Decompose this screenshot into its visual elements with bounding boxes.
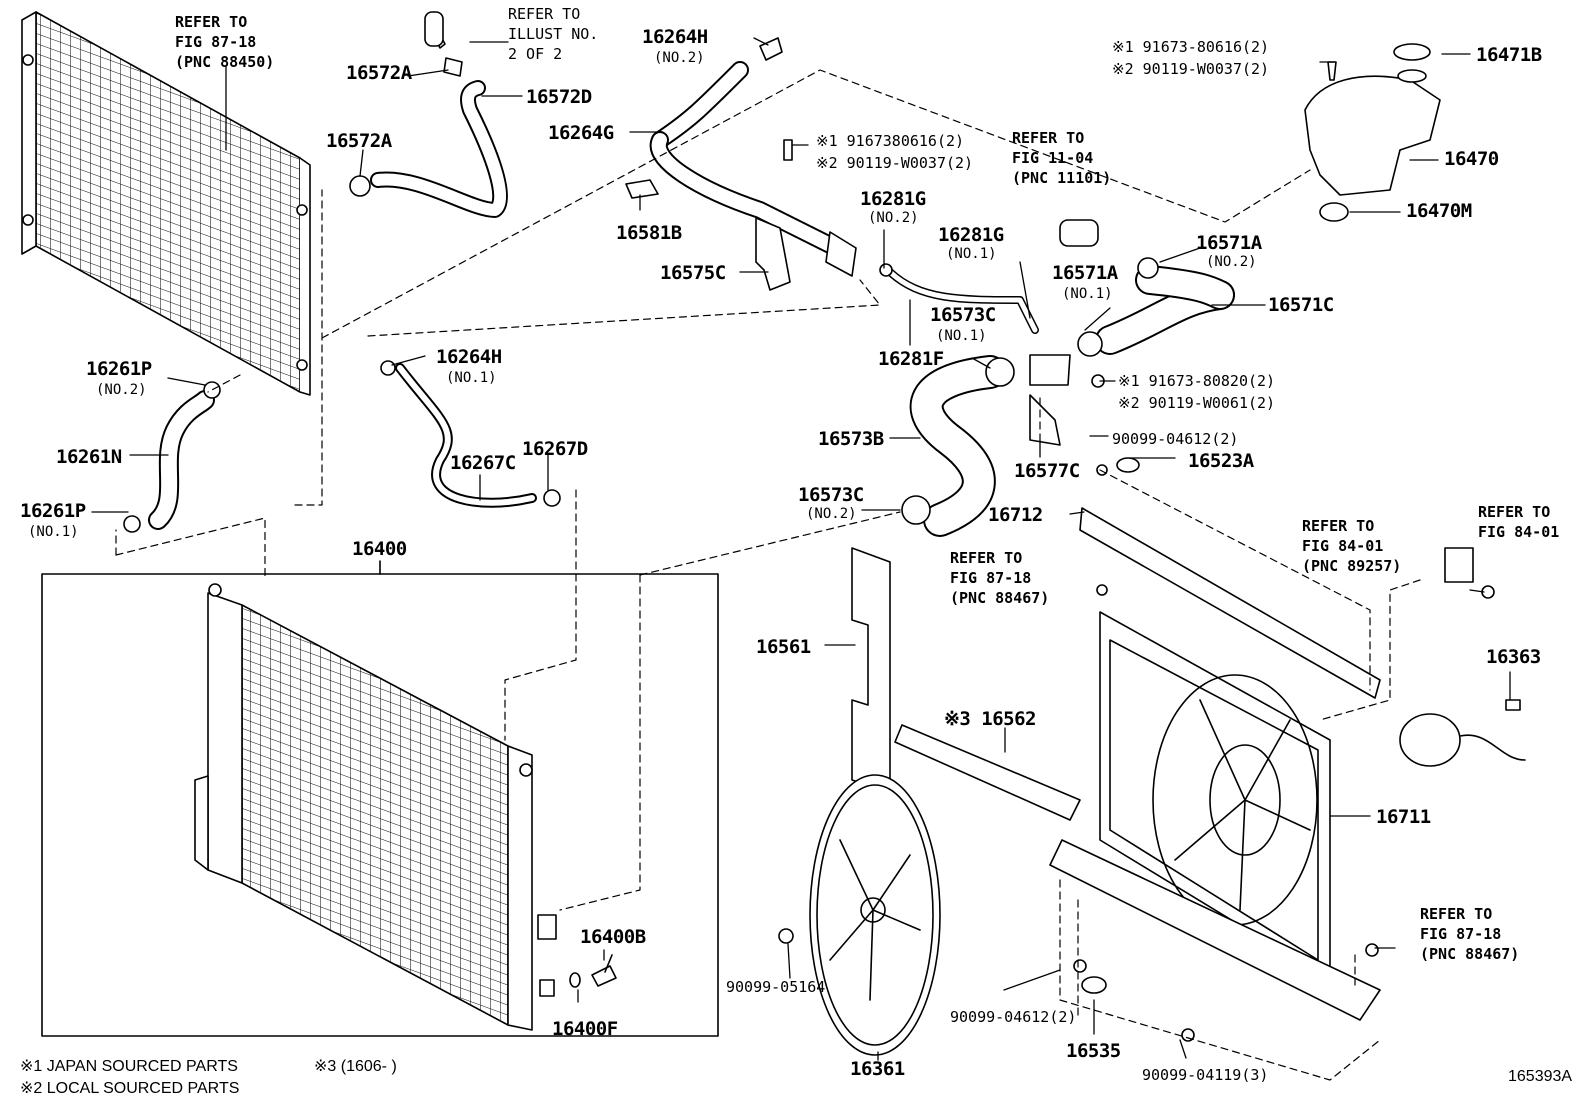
fastener-support-bolt: 90099-04612(2) — [1112, 430, 1239, 448]
part-16261P-no1: 16261P — [20, 500, 86, 522]
part-16261P-no2-sub: (NO.2) — [96, 382, 147, 398]
part-16264G: 16264G — [548, 122, 614, 144]
part-16573B: 16573B — [818, 428, 884, 450]
part-16581B: 16581B — [616, 222, 682, 244]
part-16281F: 16281F — [878, 348, 944, 370]
part-16571C: 16571C — [1268, 294, 1334, 316]
part-90099-04612-lower: 90099-04612(2) — [950, 1008, 1077, 1026]
part-16712: 16712 — [988, 504, 1043, 526]
part-16561: 16561 — [756, 636, 811, 658]
legend-note3: ※3 (1606- ) — [314, 1058, 397, 1075]
part-16264H-no2-sub: (NO.2) — [654, 50, 705, 66]
part-16573C-no2-sub: (NO.2) — [806, 506, 857, 522]
part-16261P-no2: 16261P — [86, 358, 152, 380]
illustration-id: 165393A — [1508, 1068, 1573, 1085]
part-16264H-no1: 16264H — [436, 346, 502, 368]
part-16400B: 16400B — [580, 926, 646, 948]
part-16571A-no1: 16571A — [1052, 262, 1118, 284]
part-16572A: 16572A — [326, 130, 392, 152]
part-16572D: 16572D — [526, 86, 592, 108]
condenser-illustration — [21, 11, 311, 396]
part-16573C-no2: 16573C — [798, 484, 864, 506]
part-16471B: 16471B — [1476, 44, 1542, 66]
part-16523A: 16523A — [1188, 450, 1254, 472]
part-16573C-no1: 16573C — [930, 304, 996, 326]
part-16571A-no2-sub: (NO.2) — [1206, 254, 1257, 270]
radiator-illustration — [194, 583, 557, 1031]
fastener-tank-bolt: ※1 91673-80616(2)※2 90119-W0037(2) — [1112, 38, 1270, 78]
part-16261N: 16261N — [56, 446, 122, 468]
part-16400: 16400 — [352, 538, 407, 560]
part-16470M: 16470M — [1406, 200, 1472, 222]
part-16562: ※3 16562 — [944, 708, 1037, 730]
part-16363: 16363 — [1486, 646, 1541, 668]
part-16575C: 16575C — [660, 262, 726, 284]
legend-japan-sourced: ※1 JAPAN SOURCED PARTS — [20, 1058, 238, 1075]
part-16264H-no1-sub: (NO.1) — [446, 370, 497, 386]
part-16281G-no1-sub: (NO.1) — [946, 246, 997, 262]
part-16281G-no1: 16281G — [938, 224, 1004, 246]
part-16281G-no2: 16281G — [860, 188, 926, 210]
part-16571A-no1-sub: (NO.1) — [1062, 286, 1113, 302]
part-90099-04119: 90099-04119(3) — [1142, 1066, 1269, 1084]
fastener-bracket-bolt: ※1 9167380616(2)※2 90119-W0037(2) — [816, 132, 974, 172]
part-90099-05164: 90099-05164 — [726, 978, 826, 996]
part-16571A-no2: 16571A — [1196, 232, 1262, 254]
fastener-outlet-bolt: ※1 91673-80820(2)※2 90119-W0061(2) — [1118, 372, 1276, 412]
part-16572A-top: 16572A — [346, 62, 412, 84]
part-16535: 16535 — [1066, 1040, 1121, 1062]
part-16267C: 16267C — [450, 452, 516, 474]
part-16267D: 16267D — [522, 438, 588, 460]
part-16577C: 16577C — [1014, 460, 1080, 482]
part-16361: 16361 — [850, 1058, 905, 1080]
part-16261P-no1-sub: (NO.1) — [28, 524, 79, 540]
part-16470: 16470 — [1444, 148, 1499, 170]
part-16281G-no2-sub: (NO.2) — [868, 210, 919, 226]
part-16573C-no1-sub: (NO.1) — [936, 328, 987, 344]
part-16400F: 16400F — [552, 1018, 618, 1040]
part-16711: 16711 — [1376, 806, 1431, 828]
legend-local-sourced: ※2 LOCAL SOURCED PARTS — [20, 1080, 240, 1097]
part-16264H-no2: 16264H — [642, 26, 708, 48]
